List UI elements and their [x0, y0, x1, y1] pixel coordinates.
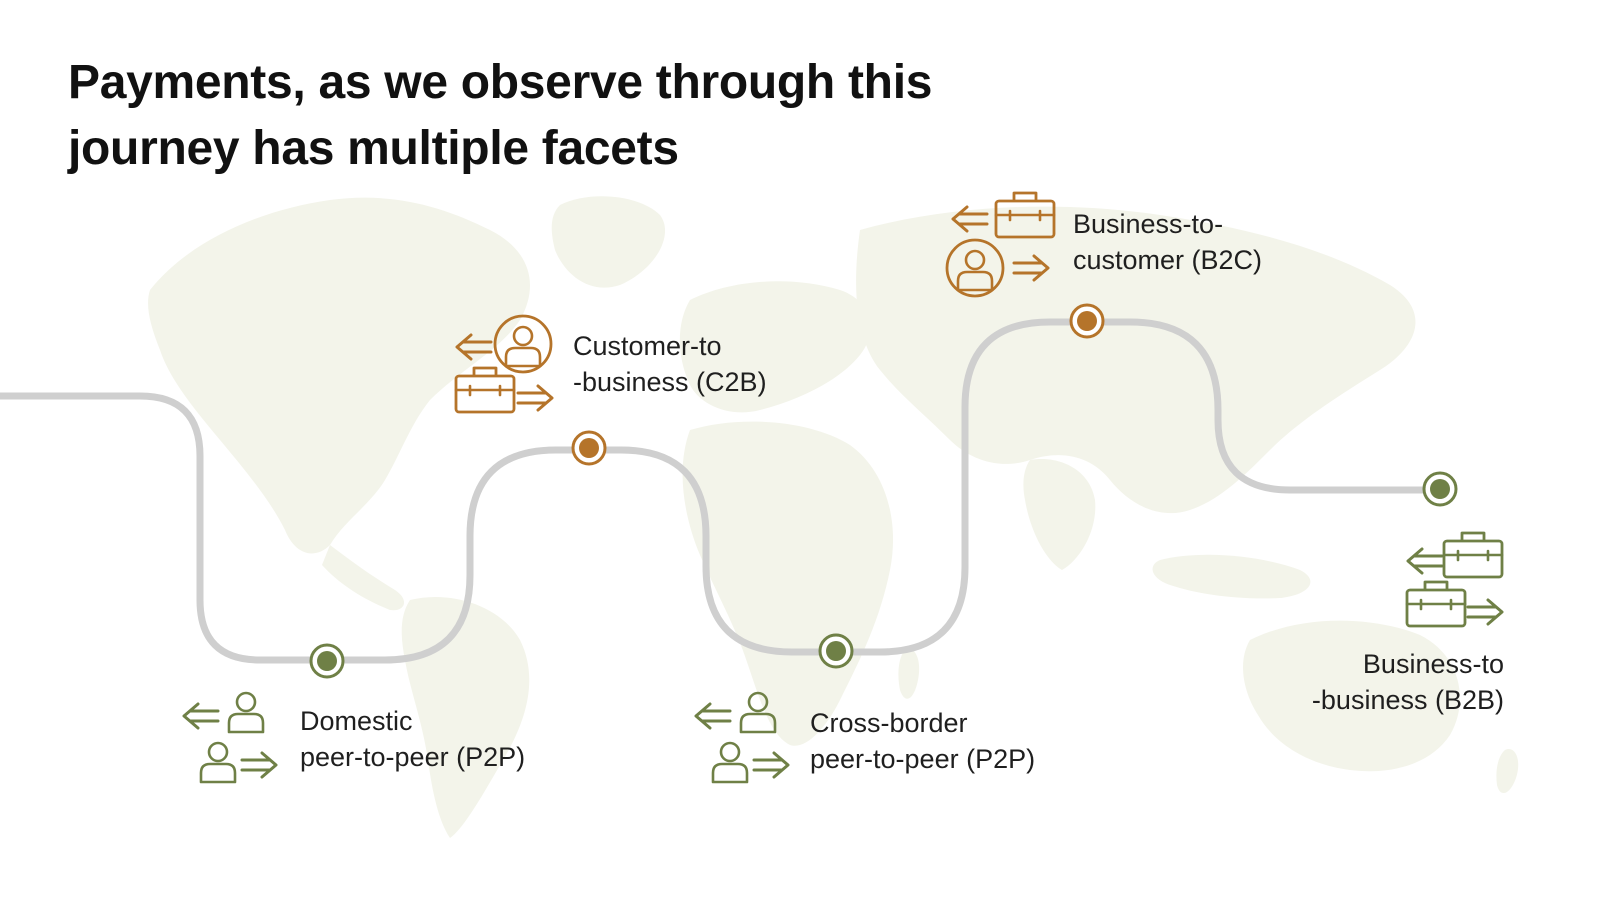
- step-label-line-1: Business-to-: [1073, 209, 1224, 239]
- map-north-america: [148, 197, 530, 554]
- map-asia: [856, 206, 1416, 514]
- milestone-dot-b2c: [1069, 303, 1105, 339]
- map-south-america: [401, 596, 530, 838]
- map-madagascar: [898, 649, 920, 699]
- step-label-b2b: Business-to -business (B2B): [1260, 646, 1504, 718]
- step-label-line-2: -business (C2B): [573, 367, 767, 397]
- step-icons: [182, 191, 1504, 784]
- map-central-america: [322, 545, 405, 611]
- page-title-line-2: journey has multiple facets: [68, 122, 679, 175]
- step-label-line-2: -business (B2B): [1311, 685, 1504, 715]
- business-business-exchange-icon: [1405, 531, 1504, 628]
- map-greenland: [551, 196, 666, 288]
- map-japan: [1280, 328, 1307, 379]
- milestone-dot-b2b: [1422, 471, 1458, 507]
- map-india: [1023, 459, 1096, 570]
- map-europe: [679, 281, 871, 413]
- step-label-line-1: Business-to: [1362, 649, 1504, 679]
- step-label-domestic-p2p: Domestic peer-to-peer (P2P): [300, 703, 525, 775]
- step-label-line-1: Domestic: [300, 706, 413, 736]
- milestones: [309, 303, 1458, 679]
- map-new-zealand: [1496, 749, 1519, 794]
- step-label-b2c: Business-to- customer (B2C): [1073, 206, 1262, 278]
- business-customer-exchange-icon: [945, 191, 1056, 298]
- step-label-line-2: peer-to-peer (P2P): [810, 744, 1036, 774]
- step-label-cross-border-p2p: Cross-border peer-to-peer (P2P): [810, 705, 1035, 777]
- customer-business-exchange-icon: [454, 314, 554, 414]
- step-label-line-2: customer (B2C): [1073, 245, 1263, 275]
- page-title-line-1: Payments, as we observe through this: [68, 56, 933, 109]
- page-title: Payments, as we observe through this jou…: [68, 50, 1168, 182]
- people-exchange-icon: [182, 691, 278, 784]
- milestone-dot-cross-border-p2p: [818, 633, 854, 669]
- step-label-c2b: Customer-to -business (C2B): [573, 328, 767, 400]
- journey-path: [0, 318, 1446, 664]
- map-australia: [1243, 620, 1460, 772]
- step-label-line-1: Cross-border: [810, 708, 968, 738]
- map-southeast-asia: [1152, 554, 1311, 599]
- milestone-dot-domestic-p2p: [309, 643, 345, 679]
- milestone-dot-c2b: [571, 430, 607, 466]
- step-label-line-1: Customer-to: [573, 331, 722, 361]
- people-exchange-icon: [694, 691, 790, 784]
- step-label-line-2: peer-to-peer (P2P): [300, 742, 526, 772]
